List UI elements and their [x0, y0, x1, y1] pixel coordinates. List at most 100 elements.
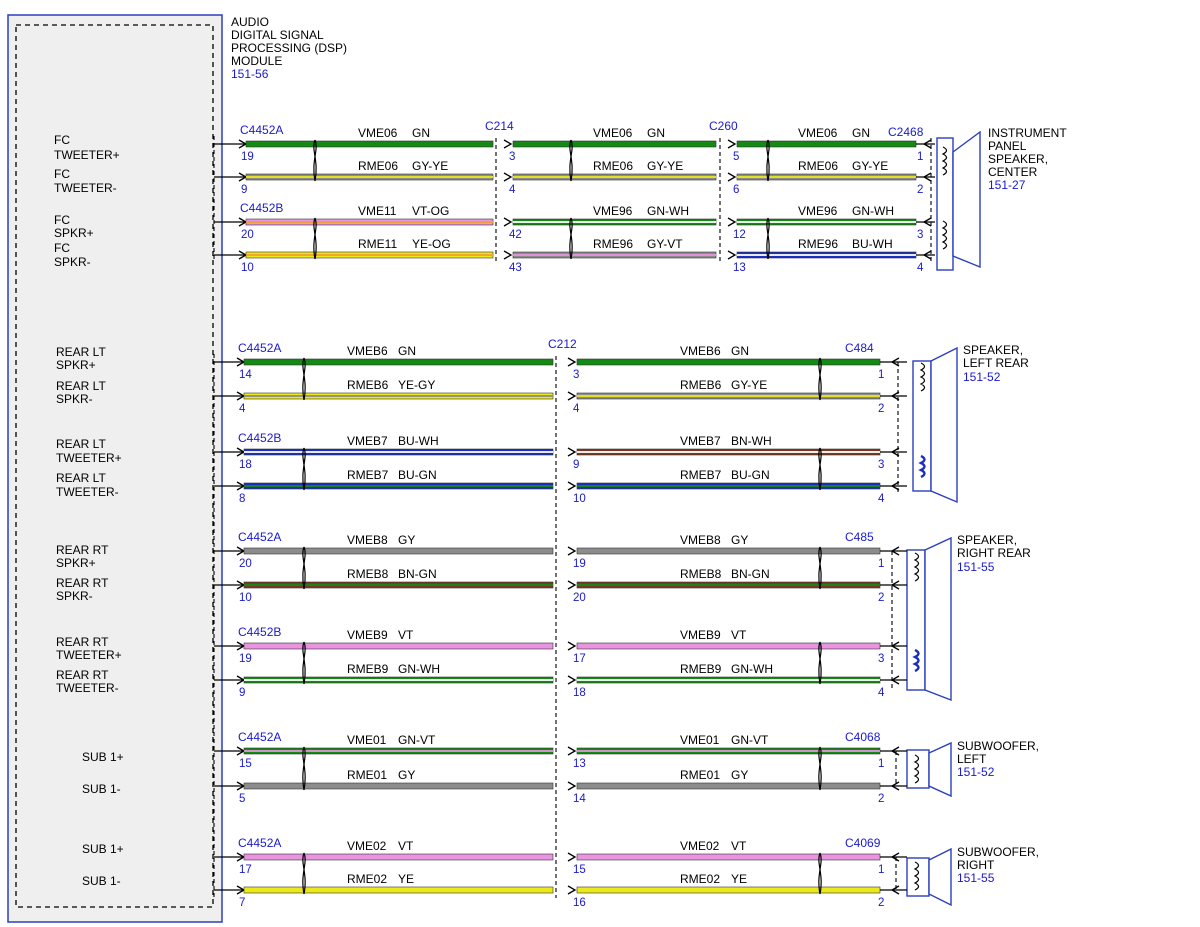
connector-arrow	[727, 139, 737, 149]
circuit-label: VME02	[680, 839, 720, 853]
pin-label: REAR LT	[56, 379, 106, 393]
wire-segment	[576, 853, 881, 861]
pin-label: REAR RT	[56, 635, 109, 649]
color-label: VT	[398, 839, 414, 853]
wire-stripe	[246, 176, 493, 178]
pin-number: 9	[241, 184, 247, 196]
twisted-pair-marker	[818, 546, 822, 590]
device-ref: 151-52	[963, 370, 1001, 384]
wire-segment	[243, 358, 554, 366]
device-label: SUBWOOFER,	[957, 739, 1039, 753]
circuit-label: RME06	[593, 159, 633, 173]
module-ref: 151-56	[231, 67, 269, 81]
connector-arrow	[567, 675, 577, 685]
pin-number: 14	[573, 793, 586, 805]
wire-stripe	[577, 750, 880, 752]
pin-number: 3	[878, 653, 884, 665]
circuit-label: RMEB8	[347, 567, 389, 581]
pin-label: SPKR+	[56, 358, 96, 372]
device-label: RIGHT REAR	[957, 546, 1031, 560]
connector-arrow	[567, 781, 577, 791]
device-label: CENTER	[988, 165, 1038, 179]
connector-arrow	[727, 250, 737, 260]
pin-number: 4	[878, 687, 885, 699]
circuit-label: VMEB6	[347, 344, 388, 358]
pin-number: 1	[878, 758, 884, 770]
connector-label: C4069	[845, 836, 881, 850]
color-label: YE-OG	[412, 237, 451, 251]
wire-stripe	[244, 750, 553, 752]
pin-number: 4	[573, 403, 580, 415]
wire-segment	[512, 140, 717, 148]
color-label: BN-WH	[731, 434, 772, 448]
pin-number: 3	[917, 229, 923, 241]
dsp-module-box	[7, 14, 223, 923]
color-label: BU-WH	[398, 434, 439, 448]
pin-label: REAR RT	[56, 576, 109, 590]
circuit-label: RME06	[798, 159, 838, 173]
circuit-label: VMEB9	[680, 628, 721, 642]
instrument-panel-speaker-icon	[936, 130, 981, 271]
connector-label: C484	[845, 341, 874, 355]
color-label: BU-WH	[852, 237, 893, 251]
pin-number: 4	[239, 403, 246, 415]
circuit-label: VME11	[358, 204, 397, 218]
connector-arrow	[890, 357, 900, 367]
circuit-label: VMEB7	[680, 434, 721, 448]
circuit-label: VMEB8	[347, 533, 388, 547]
circuit-label: RMEB9	[347, 662, 389, 676]
pin-number: 6	[733, 184, 739, 196]
connector-label: C4452A	[238, 341, 281, 355]
pin-label: SUB 1+	[82, 842, 124, 856]
color-label: VT-OG	[412, 204, 449, 218]
pin-number: 13	[733, 262, 746, 274]
pin-number: 2	[917, 184, 923, 196]
pin-number: 3	[573, 369, 579, 381]
pin-label: SPKR+	[56, 556, 96, 570]
pin-number: 1	[878, 558, 884, 570]
wire-stripe	[577, 679, 880, 681]
connector-label: C4452B	[238, 625, 281, 639]
circuit-label: RME02	[347, 872, 387, 886]
pin-label: FC	[54, 167, 70, 181]
connector-label: C4452A	[238, 530, 281, 544]
connector-label: C212	[548, 337, 577, 351]
pin-number: 1	[878, 369, 884, 381]
connector-arrow	[890, 481, 900, 491]
color-label: GN-WH	[398, 662, 440, 676]
circuit-label: RME01	[347, 768, 387, 782]
connector-arrow	[567, 885, 577, 895]
pin-label: SPKR-	[56, 392, 93, 406]
twisted-pair-marker	[302, 746, 306, 791]
pin-number: 19	[239, 653, 252, 665]
connector-arrow	[890, 852, 900, 862]
connector-arrow	[890, 391, 900, 401]
wire-segment	[576, 547, 881, 555]
device-label: PANEL	[988, 139, 1027, 153]
color-label: BU-GN	[398, 468, 437, 482]
connector-arrow	[503, 217, 513, 227]
wire-stripe	[246, 221, 493, 223]
wire-stripe	[513, 176, 716, 178]
twisted-pair-marker	[313, 139, 317, 182]
module-title-line: AUDIO	[231, 15, 269, 29]
color-label: VT	[731, 839, 747, 853]
pin-number: 1	[917, 151, 923, 163]
circuit-label: VME96	[593, 204, 633, 218]
color-label: BN-GN	[398, 567, 437, 581]
pin-label: SPKR-	[56, 589, 93, 603]
connector-label: C4452B	[238, 431, 281, 445]
circuit-label: RMEB6	[680, 378, 722, 392]
pin-number: 3	[878, 459, 884, 471]
wire-segment	[243, 547, 554, 555]
subwoofer-right-icon	[906, 847, 952, 907]
connector-label: C4452B	[240, 201, 283, 215]
connector-arrow	[567, 746, 577, 756]
pin-number: 10	[239, 592, 252, 604]
pin-number: 2	[878, 592, 884, 604]
pin-number: 4	[917, 262, 924, 274]
connector-arrow	[567, 447, 577, 457]
circuit-label: VMEB7	[347, 434, 388, 448]
pin-label: FC	[54, 213, 70, 227]
device-ref: 151-55	[957, 560, 995, 574]
